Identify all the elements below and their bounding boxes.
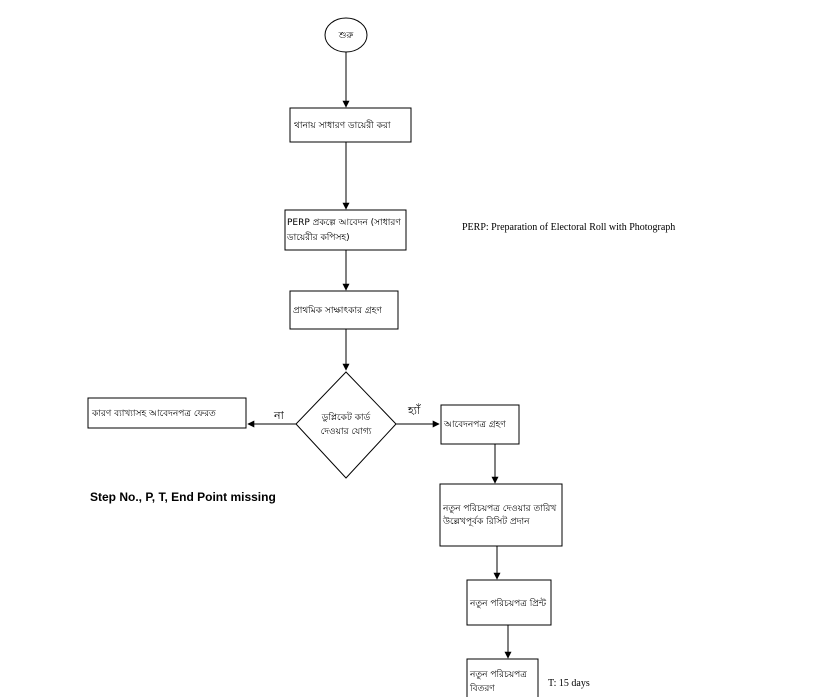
receipt-box xyxy=(439,483,563,547)
missing-info-note: Step No., P, T, End Point missing xyxy=(90,490,276,504)
print-card-label: নতুন পরিচয়পত্র প্রিন্ট xyxy=(469,598,547,609)
apply-box xyxy=(284,209,407,251)
interview-label: প্রাথমিক সাক্ষাৎকার গ্রহণ xyxy=(293,305,382,316)
receipt-label-line1: নতুন পরিচয়পত্র দেওয়ার তারিখ xyxy=(442,503,557,514)
accept-application-box xyxy=(440,404,520,445)
accept-application-label: আবেদনপত্র গ্রহণ xyxy=(443,420,506,430)
register-gd-label: থানায় সাধারণ ডায়েরী করা xyxy=(294,119,391,131)
return-application-label: কারণ ব্যাখ্যাসহ আবেদনপত্র ফেরত xyxy=(91,409,216,419)
decision-diamond xyxy=(295,371,397,479)
print-card-box xyxy=(466,579,552,626)
perp-definition-note: PERP: Preparation of Electoral Roll with… xyxy=(462,222,675,233)
deliver-card-box xyxy=(466,658,539,697)
register-gd-box xyxy=(289,107,412,143)
apply-label-line1: PERP প্রকল্পে আবেদন (সাধারণ xyxy=(287,218,401,228)
receipt-label-line2: উল্লেখপূর্বক রিসিট প্রদান xyxy=(442,515,530,527)
decision-label-line2: দেওয়ার যোগ্য xyxy=(321,427,372,437)
yes-label: হ্যাঁ xyxy=(407,403,421,417)
start-label: শুরু xyxy=(338,31,355,41)
deliver-card-label-line2: বিতরণ xyxy=(469,683,495,694)
apply-label-line2: ডায়েরীর কপিসহ) xyxy=(286,231,350,243)
interview-box xyxy=(289,290,399,330)
deliver-card-label-line1: নতুন পরিচয়পত্র xyxy=(469,669,527,680)
no-label: না xyxy=(273,409,285,422)
decision-label-line1: ডুপ্লিকেট কার্ড xyxy=(321,411,371,423)
time-note: T: 15 days xyxy=(548,678,590,689)
return-application-box xyxy=(87,397,247,429)
